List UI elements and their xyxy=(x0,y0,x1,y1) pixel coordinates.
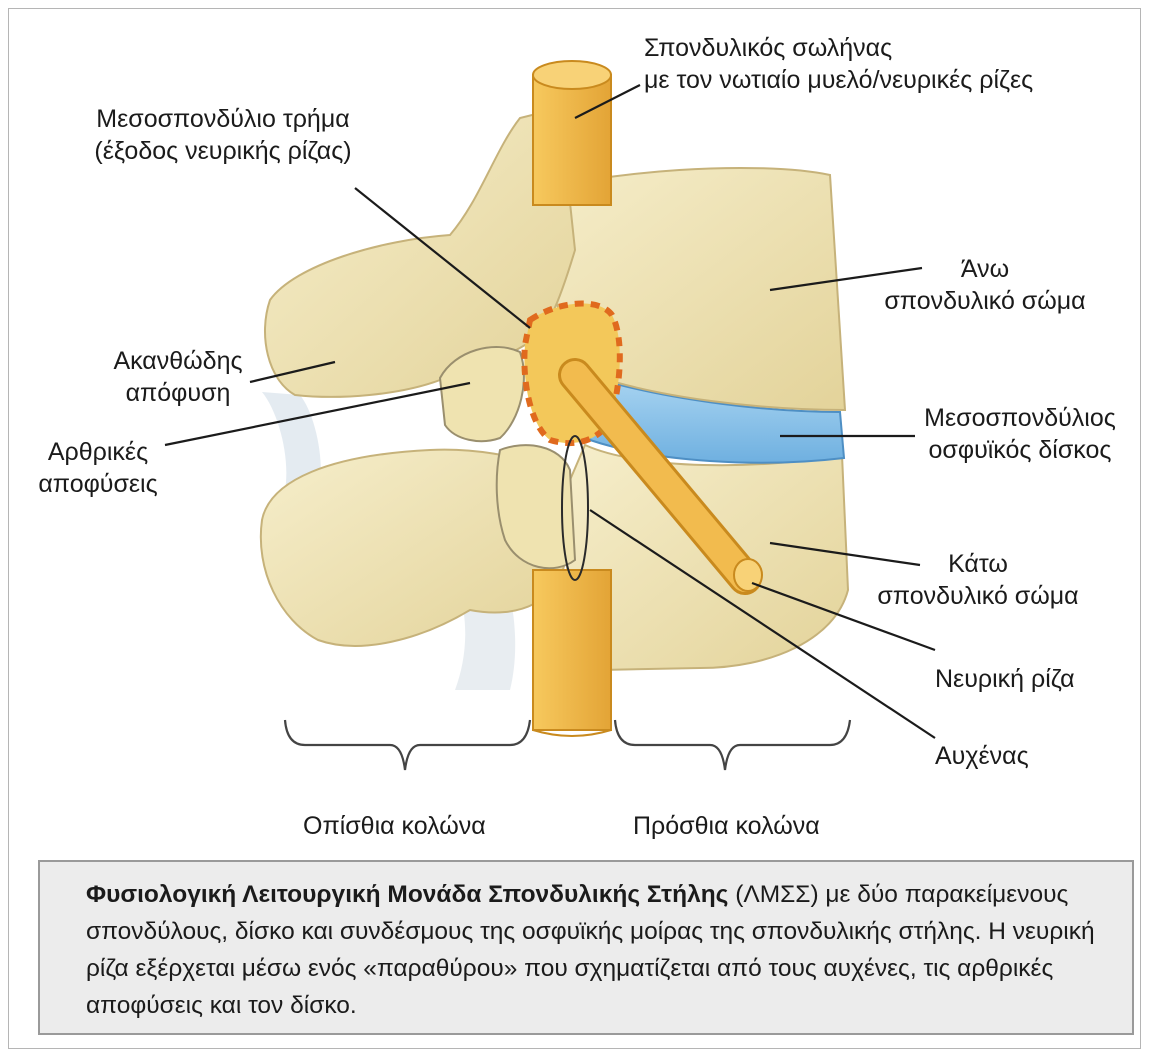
label-foramen: Μεσοσπονδύλιο τρήμα (έξοδος νευρικής ρίζ… xyxy=(66,103,380,167)
label-upper-body-line2: σπονδυλικό σώμα xyxy=(845,285,1125,317)
label-spinal-canal-line2: με τον νωτιαίο μυελό/νευρικές ρίζες xyxy=(644,64,1033,96)
label-foramen-line1: Μεσοσπονδύλιο τρήμα xyxy=(66,103,380,135)
caption-title: Φυσιολογική Λειτουργική Μονάδα Σπονδυλικ… xyxy=(86,881,728,908)
label-spinous-process: Ακανθώδης απόφυση xyxy=(88,345,268,409)
label-articular-processes: Αρθρικές αποφύσεις xyxy=(28,436,168,500)
label-spinous-line2: απόφυση xyxy=(88,377,268,409)
label-articular-line1: Αρθρικές xyxy=(28,436,168,468)
label-spinal-canal-line1: Σπονδυλικός σωλήνας xyxy=(644,32,1033,64)
label-upper-body: Άνω σπονδυλικό σώμα xyxy=(845,253,1125,317)
label-spinal-canal: Σπονδυλικός σωλήνας με τον νωτιαίο μυελό… xyxy=(644,32,1033,96)
caption-box: Φυσιολογική Λειτουργική Μονάδα Σπονδυλικ… xyxy=(38,860,1134,1035)
label-disc: Μεσοσπονδύλιος οσφυϊκός δίσκος xyxy=(900,402,1140,466)
label-disc-line2: οσφυϊκός δίσκος xyxy=(900,434,1140,466)
label-disc-line1: Μεσοσπονδύλιος xyxy=(900,402,1140,434)
label-lower-body-line2: σπονδυλικό σώμα xyxy=(858,580,1098,612)
label-posterior-column: Οπίσθια κολώνα xyxy=(303,810,486,842)
articular-process-upper xyxy=(440,347,524,441)
label-spinous-line1: Ακανθώδης xyxy=(88,345,268,377)
label-upper-body-line1: Άνω xyxy=(845,253,1125,285)
label-lower-body: Κάτω σπονδυλικό σώμα xyxy=(858,548,1098,612)
label-neck: Αυχένας xyxy=(935,740,1029,772)
label-anterior-column: Πρόσθια κολώνα xyxy=(633,810,820,842)
label-nerve-root: Νευρική ρίζα xyxy=(935,663,1075,695)
label-lower-body-line1: Κάτω xyxy=(858,548,1098,580)
label-articular-line2: αποφύσεις xyxy=(28,468,168,500)
label-foramen-line2: (έξοδος νευρικής ρίζας) xyxy=(66,135,380,167)
